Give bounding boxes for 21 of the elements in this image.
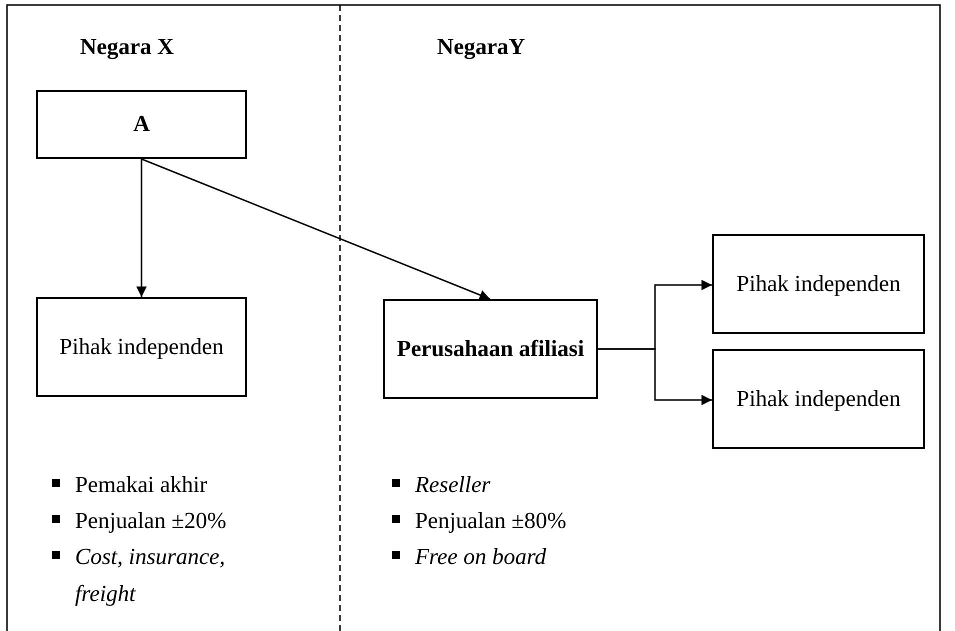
box-label: Pihak independen [735, 384, 902, 413]
process-box [712, 349, 925, 449]
box-label: Perusahaan afiliasi [396, 334, 586, 363]
bullet-text: Reseller [415, 471, 490, 499]
bullet-text: Free on board [415, 543, 546, 571]
process-box [383, 299, 598, 399]
arrow [136, 159, 147, 297]
arrow [598, 348, 712, 406]
bullet-text: Pemakai akhir [75, 471, 208, 499]
bullet-text: Penjualan ±20% [75, 507, 226, 535]
bullet-text: Penjualan ±80% [415, 507, 566, 535]
column-heading: Negara X [80, 33, 174, 62]
column-heading: NegaraY [437, 33, 526, 62]
process-box [712, 234, 925, 334]
box-label: A [132, 110, 151, 138]
box-label: Pihak independen [58, 332, 225, 361]
bullet-text: Cost, insurance, freight [75, 543, 226, 608]
box-label: Pihak independen [735, 270, 902, 298]
arrow [141, 158, 490, 300]
process-box [36, 297, 247, 397]
process-box [36, 90, 247, 159]
